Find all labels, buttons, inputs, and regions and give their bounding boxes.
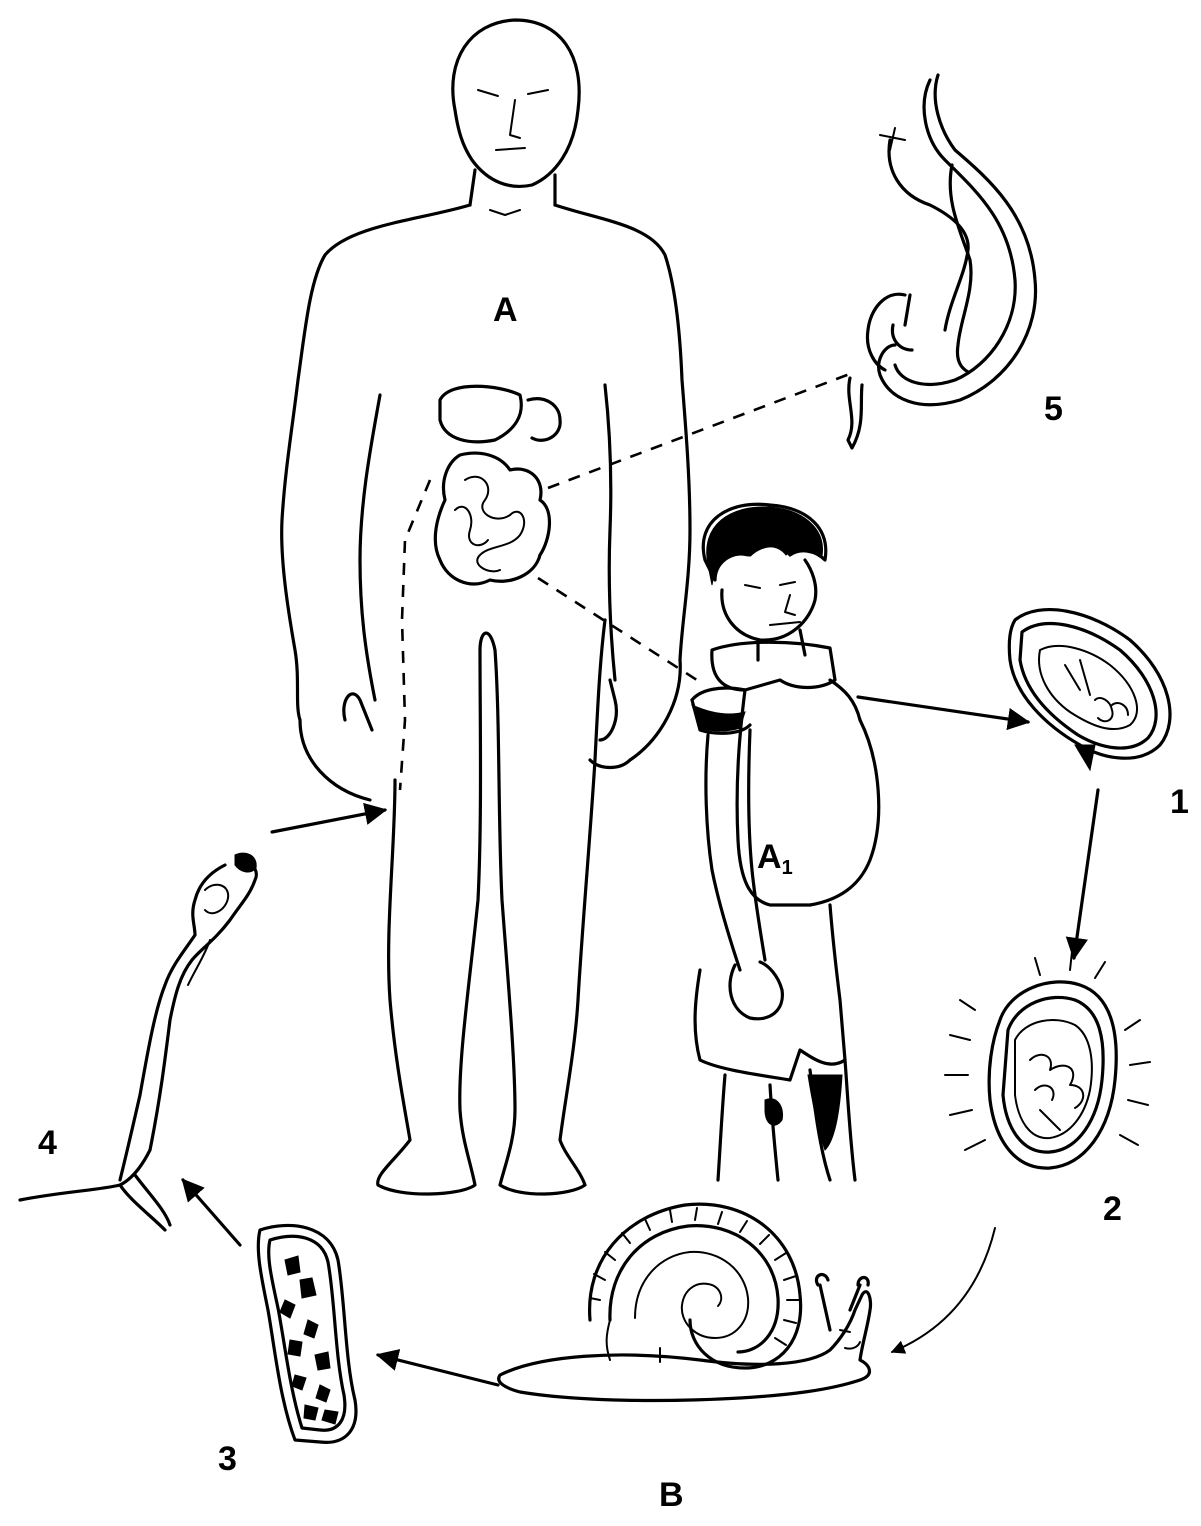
label-host-adult: A [493,293,518,327]
label-stage-2: 2 [1103,1192,1122,1226]
stage-2-miracidium [945,952,1150,1168]
label-stage-5: 5 [1044,392,1063,426]
label-host-child-letter: A [757,838,782,876]
arrow-cercaria-to-human [272,810,385,832]
link-to-stage-5 [548,372,855,488]
stage-5-adult-worms [848,75,1036,448]
label-stage-1: 1 [1170,785,1189,819]
arrow-miracidium-to-snail [892,1228,995,1352]
stage-1-egg [1009,610,1170,770]
label-host-child-subscript: 1 [782,857,793,879]
stage-3-sporocyst [258,1225,356,1442]
stage-4-cercaria [20,853,256,1230]
label-stage-3: 3 [218,1442,237,1476]
arrow-snail-to-sporocyst [378,1355,498,1385]
arrow-sporocyst-to-cercaria [183,1180,240,1245]
arrow-egg-to-miracidium [1074,790,1098,958]
link-to-child [538,578,700,682]
label-stage-4: 4 [38,1126,57,1160]
arrow-child-to-egg [858,697,1028,722]
label-host-child: A1 [757,840,793,878]
snail-intermediate-host [499,1204,871,1400]
label-intermediate-host: B [659,1478,684,1512]
adult-human-figure [282,20,690,1194]
